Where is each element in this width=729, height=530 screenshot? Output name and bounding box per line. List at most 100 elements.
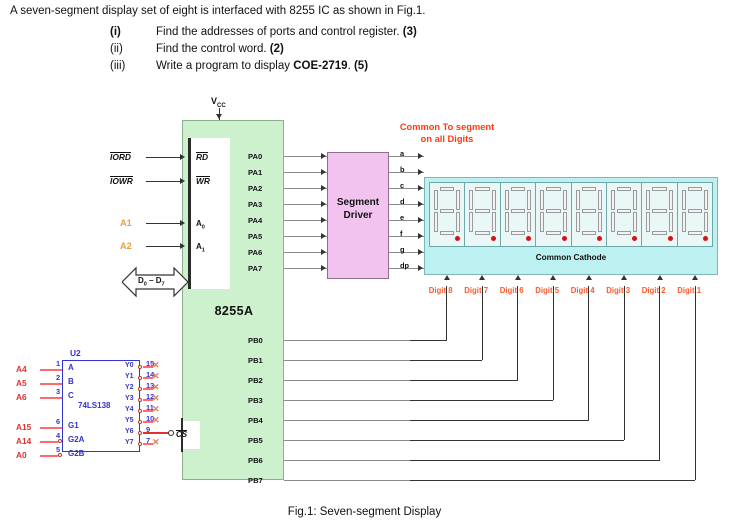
wire-stub-y0: [143, 366, 153, 368]
segment-d: [652, 231, 667, 235]
pin-pa1-label: PA1: [248, 168, 263, 177]
figure-caption: Fig.1: Seven-segment Display: [287, 506, 442, 518]
segment-g: [440, 209, 455, 213]
question-item-2-number: (ii): [110, 43, 123, 55]
vcc-wire: [219, 108, 221, 130]
wire-pb5-riser: [623, 286, 625, 440]
digit-arrow-icon-1: [692, 275, 699, 280]
signal-a1-label: A1: [120, 218, 132, 228]
wire-pb3: [284, 400, 410, 401]
data-bus-arrow-icon: [122, 266, 188, 298]
decoder-pin-number-15: 15: [146, 359, 155, 368]
no-connect-icon-Y7: ✕: [152, 437, 160, 447]
decoder-output-bubble-icon-Y4: [138, 409, 142, 413]
pin-a1-label: A1: [196, 242, 205, 254]
wire-stub-y4: [143, 410, 153, 412]
pin-pb2-label: PB2: [248, 376, 263, 385]
common-segment-title: Common To segment on all Digits: [399, 122, 495, 144]
wire-segment-g-arrow-icon: [418, 249, 423, 255]
wire-segment-a-arrow-icon: [418, 153, 423, 159]
wire-pb0-riser: [446, 286, 448, 340]
seven-segment-digit: [607, 183, 643, 246]
pin-pa0-label: PA0: [248, 152, 263, 161]
wire-pa5: [284, 236, 327, 237]
segment-g: [616, 209, 632, 213]
digit-label-6: Digit 6: [499, 286, 524, 295]
wire-a14: [40, 441, 58, 443]
digit-arrow-icon-6: [514, 275, 521, 280]
wire-stub-y2: [143, 388, 153, 390]
segment-line-label-dp: dp: [400, 261, 410, 270]
decoder-input-label-A: A: [68, 363, 74, 372]
wire-pb3-riser: [552, 286, 554, 400]
decimal-point-indicator: [703, 236, 708, 241]
pin-pb7-label: PB7: [248, 476, 263, 485]
wire-stub-y1: [143, 377, 153, 379]
signal-iowr-label: IOWR: [110, 176, 133, 186]
decoder-input-label-G2B: G2B: [68, 449, 85, 458]
segment-line-label-f: f: [400, 229, 403, 238]
segment-d: [687, 231, 702, 235]
decoder-input-signal-A0: A0: [16, 450, 27, 460]
wire-pb6-riser: [659, 286, 661, 460]
question-item-1-marks: (3): [402, 26, 417, 38]
segment-f: [681, 190, 686, 210]
wire-pa4-arrow-icon: [321, 217, 326, 223]
wire-pb4-run: [410, 420, 589, 422]
wire-segment-f-arrow-icon: [418, 233, 423, 239]
wire-a2: [146, 246, 182, 247]
segment-c: [491, 212, 496, 232]
segment-g: [652, 209, 667, 213]
wire-pa7-arrow-icon: [321, 265, 326, 271]
question-lead: A seven-segment display set of eight is …: [10, 5, 426, 17]
segment-e: [646, 212, 651, 232]
decimal-point-indicator: [596, 236, 602, 241]
wire-iord: [146, 157, 182, 158]
segment-e: [681, 212, 686, 232]
segment-c: [456, 212, 461, 232]
decoder-output-label-Y2: Y2: [125, 384, 134, 391]
pin-pa2-label: PA2: [248, 184, 263, 193]
segment-b: [562, 190, 567, 210]
wire-pa7: [284, 268, 327, 269]
pin-pb5-label: PB5: [248, 436, 263, 445]
segment-line-label-e: e: [400, 213, 405, 222]
wire-a4: [40, 369, 62, 371]
wire-pb4: [284, 420, 410, 421]
ic-8255a-inset: [190, 138, 230, 289]
question-item-3-marks: (5): [353, 60, 369, 72]
signal-a2-label: A2: [120, 241, 132, 251]
segment-f: [540, 190, 545, 210]
pin-wr-label: WR: [196, 176, 210, 186]
decoder-output-bubble-icon-Y0: [138, 365, 142, 369]
segment-b: [597, 190, 602, 210]
seven-segment-digit: [430, 183, 466, 246]
decoder-pin-number-1: 1: [56, 359, 61, 368]
decoder-output-label-Y0: Y0: [125, 362, 134, 369]
decoder-pin-number-14: 14: [146, 370, 155, 379]
wire-pa1: [284, 172, 327, 173]
decoder-output-bubble-icon-Y2: [138, 387, 142, 391]
segment-b: [491, 190, 496, 210]
wire-segment-g: [389, 252, 424, 253]
segment-line-label-d: d: [400, 197, 405, 206]
decimal-point-indicator: [455, 236, 461, 241]
ic-8255a-label: 8255A: [214, 304, 254, 318]
digit-arrow-icon-3: [621, 275, 628, 280]
pin-pb0-label: PB0: [248, 336, 263, 345]
wire-pa4: [284, 220, 327, 221]
segment-d: [546, 231, 561, 235]
decoder-pin-number-9: 9: [146, 425, 151, 434]
decimal-point-indicator: [632, 236, 638, 241]
segment-line-label-c: c: [400, 181, 405, 190]
decoder-output-bubble-icon-Y5: [138, 420, 142, 424]
segment-line-label-a: a: [400, 149, 405, 158]
wire-segment-a: [389, 156, 424, 157]
segment-b: [633, 190, 638, 210]
decoder-bubble-icon-G2B: [58, 453, 62, 457]
segment-f: [575, 190, 580, 210]
segment-c: [597, 212, 602, 232]
wire-segment-b-arrow-icon: [418, 169, 423, 175]
segment-a: [546, 187, 561, 191]
pin-pa4-label: PA4: [248, 216, 263, 225]
